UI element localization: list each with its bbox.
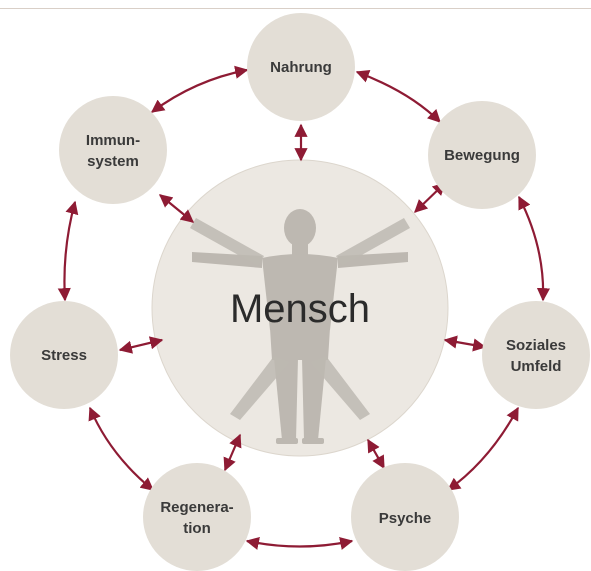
arrow-soziales-mensch xyxy=(443,335,487,352)
arrow-regeneration-stress xyxy=(88,406,155,491)
node-label: Bewegung xyxy=(444,147,520,164)
arrow-stress-immunsystem xyxy=(57,200,79,302)
node-label: Regenera- xyxy=(160,499,233,516)
node-label: Immun- xyxy=(86,132,140,149)
node-psyche: Psyche xyxy=(351,463,459,571)
arrow-immunsystem-mensch xyxy=(158,194,195,223)
node-regeneration: Regenera- tion xyxy=(143,463,251,571)
node-label: Stress xyxy=(41,347,87,364)
node-label: system xyxy=(87,153,139,170)
arrow-immunsystem-nahrung xyxy=(150,65,249,113)
arrow-psyche-mensch xyxy=(367,438,385,470)
center-arrows xyxy=(118,123,487,472)
node-label: Soziales xyxy=(506,337,566,354)
node-nahrung: Nahrung xyxy=(247,13,355,121)
arrow-nahrung-bewegung xyxy=(355,70,441,123)
node-label: Psyche xyxy=(379,510,432,527)
arrow-psyche-regeneration xyxy=(245,536,354,550)
node-bewegung: Bewegung xyxy=(428,101,536,209)
node-stress: Stress xyxy=(10,301,118,409)
top-divider xyxy=(0,8,591,9)
node-immunsystem: Immun- system xyxy=(59,96,167,204)
arrow-stress-mensch xyxy=(118,336,164,354)
human-figure-icon xyxy=(190,209,410,444)
node-soziales-umfeld: Soziales Umfeld xyxy=(482,301,590,409)
arrow-regeneration-mensch xyxy=(223,433,242,472)
ring-arrows xyxy=(57,65,551,550)
node-label: tion xyxy=(183,520,211,537)
arrow-soziales-psyche xyxy=(446,406,519,491)
arrow-bewegung-soziales xyxy=(518,195,551,302)
node-label: Umfeld xyxy=(511,358,562,375)
center-label: Mensch xyxy=(230,287,370,331)
node-label: Nahrung xyxy=(270,59,332,76)
